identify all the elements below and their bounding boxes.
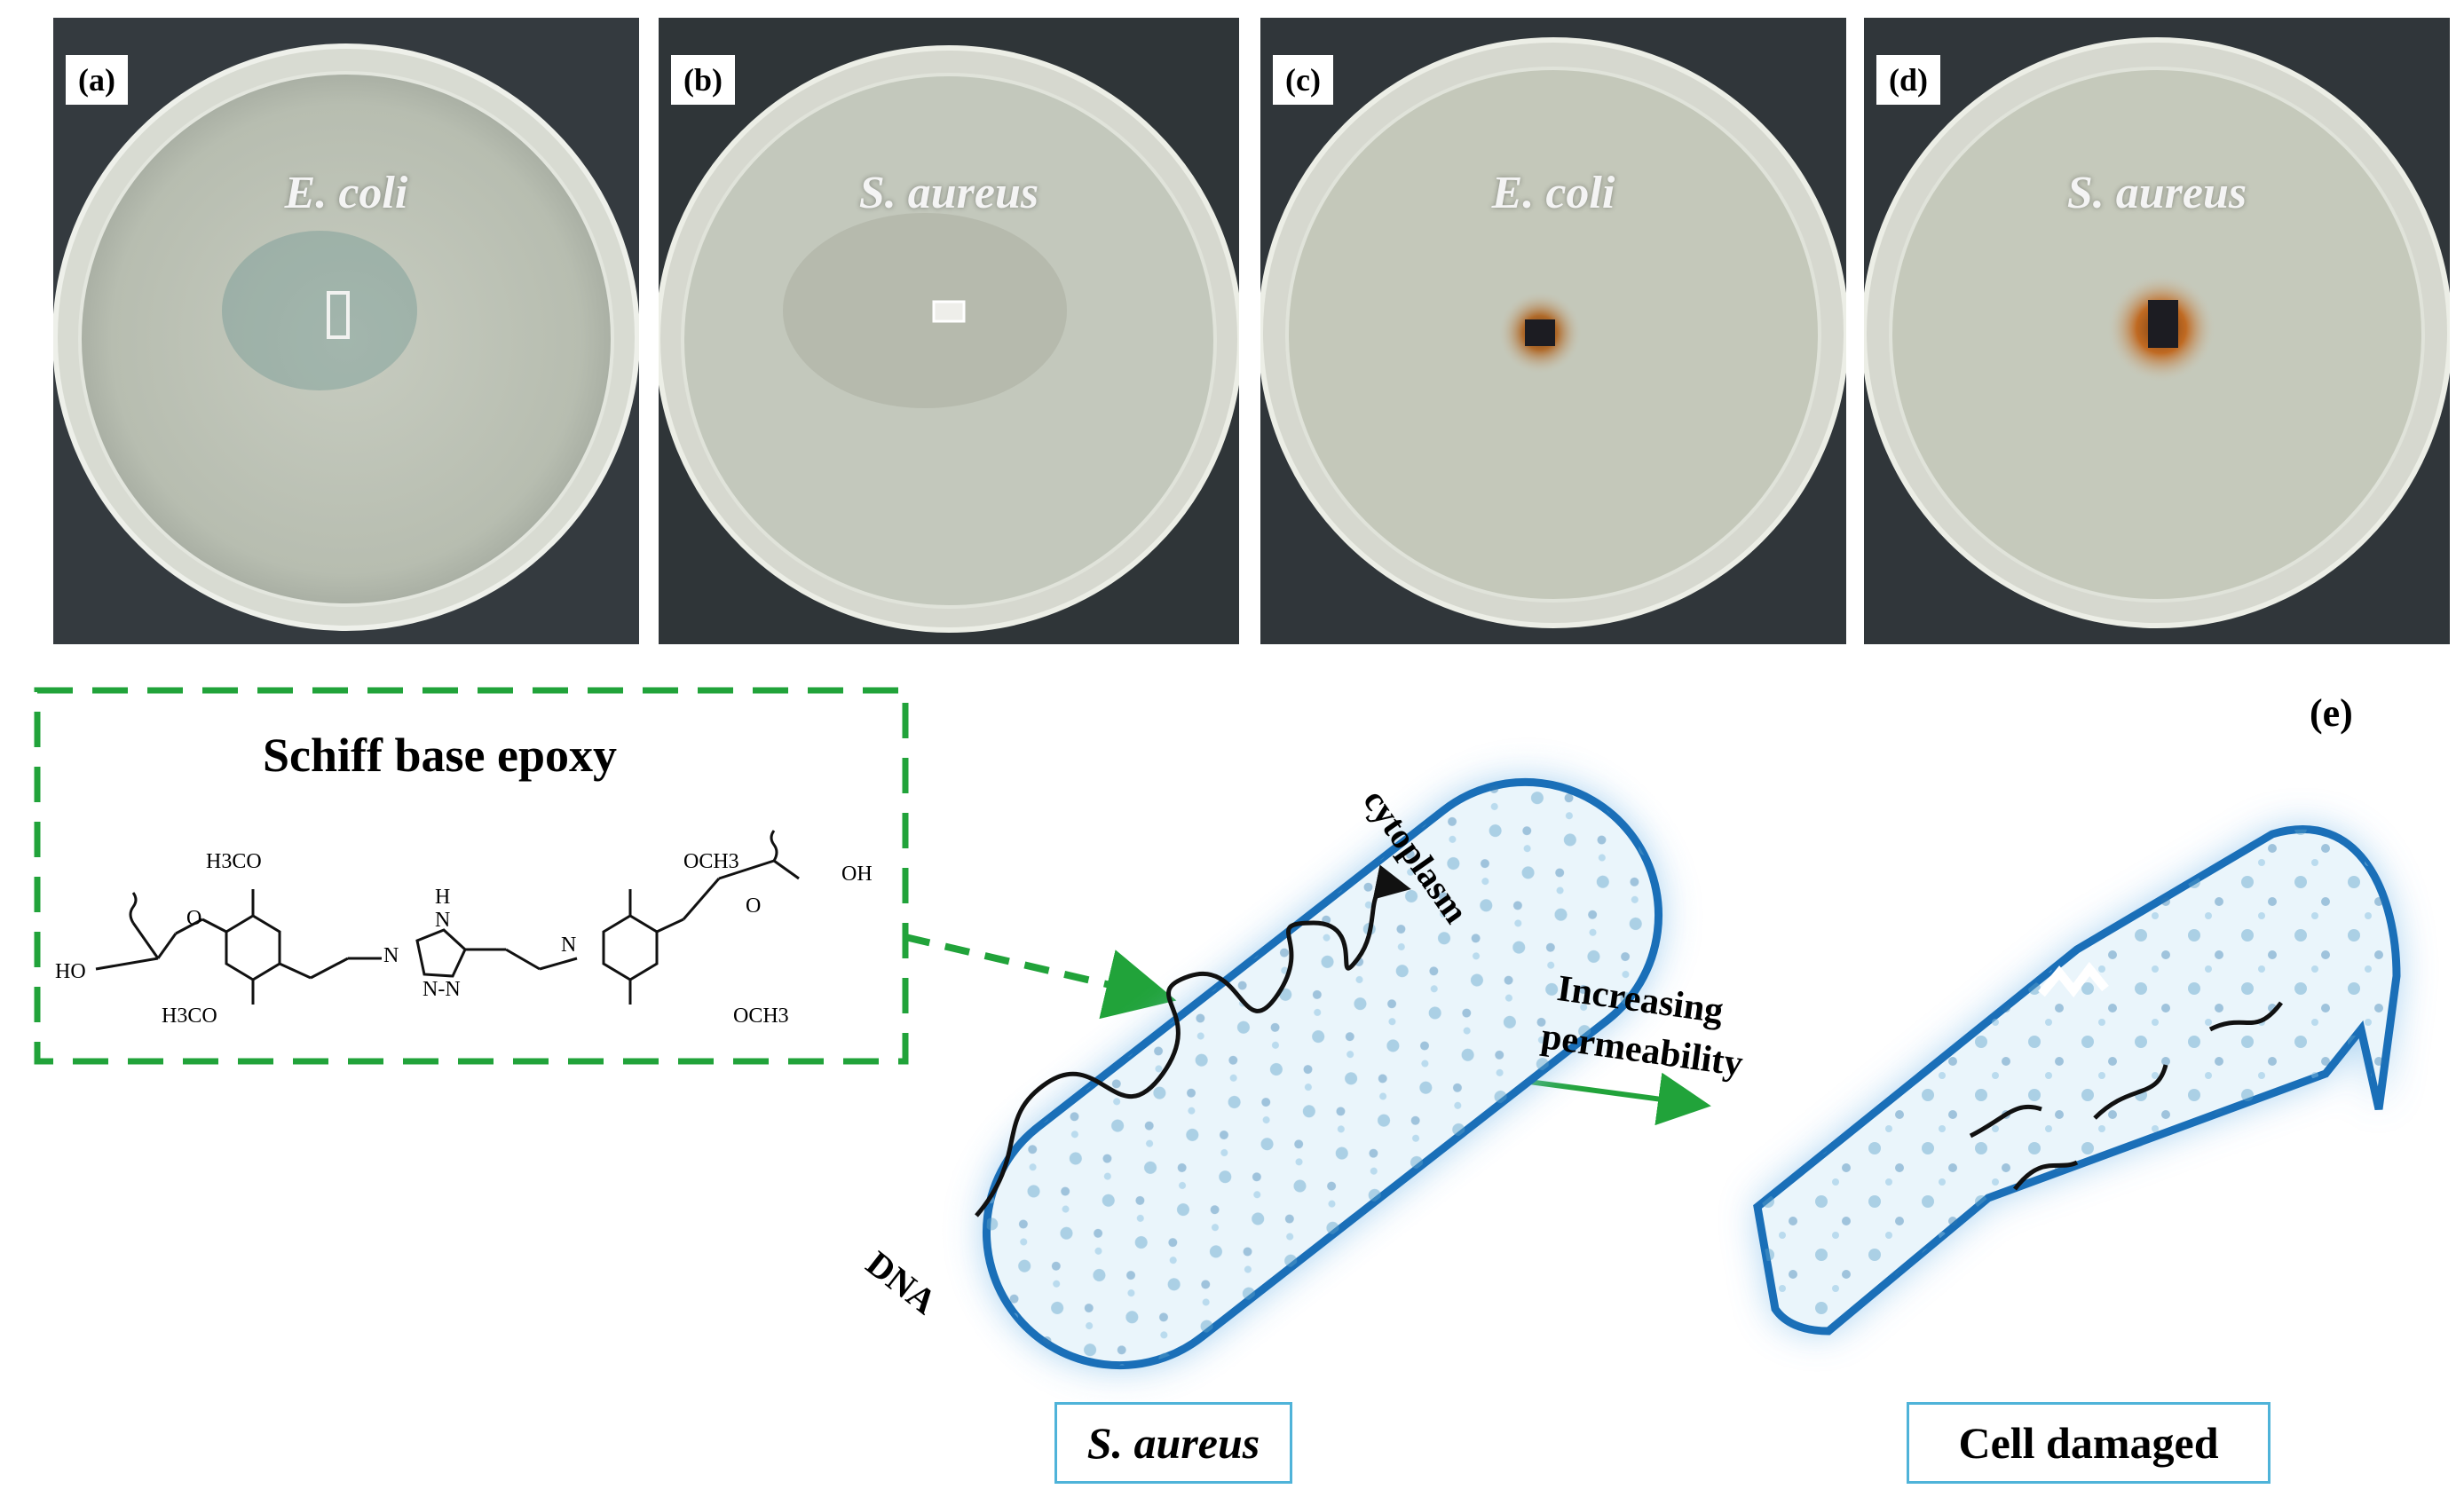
n-right-label: N xyxy=(561,934,577,957)
dna-strand xyxy=(975,864,1411,1217)
dashed-arrow xyxy=(904,934,1177,1020)
compound-title: Schiff base epoxy xyxy=(263,729,618,782)
panel-label: (b) xyxy=(671,55,735,105)
n-ring-top-label: N xyxy=(435,909,451,932)
petri-dish-photo xyxy=(1260,18,1846,644)
n-left-label: N xyxy=(383,944,399,967)
organism-label: E. coli xyxy=(284,168,408,218)
ho-label: HO xyxy=(55,960,86,983)
panel-label-e: (e) xyxy=(2310,691,2353,735)
panel-c: (c) E. coli xyxy=(1260,18,1846,644)
panel-label: (d) xyxy=(1876,55,1940,105)
intact-cell xyxy=(975,777,1663,1370)
nh-label: H xyxy=(435,886,451,909)
och3-bottom-label: OCH3 xyxy=(733,1005,789,1028)
organism-label: S. aureus xyxy=(858,168,1039,218)
petri-dish-photo xyxy=(1864,18,2450,644)
sample-strip xyxy=(327,291,350,339)
intact-cell-box: S. aureus xyxy=(1054,1402,1292,1484)
panel-a: (a) E. coli xyxy=(53,18,639,644)
compound-box xyxy=(34,687,909,1065)
chemical-structure xyxy=(95,830,800,1005)
petri-dish-photo xyxy=(53,18,639,644)
panel-label: (c) xyxy=(1273,55,1333,105)
panel-label: (a) xyxy=(66,55,128,105)
sample-strip xyxy=(1525,319,1555,346)
sample-strip xyxy=(932,300,966,323)
sample-strip xyxy=(2148,300,2178,348)
och3-top-label: OCH3 xyxy=(683,850,739,873)
organism-label: E. coli xyxy=(1491,168,1615,218)
petri-dish-photo xyxy=(659,18,1239,644)
damaged-cell xyxy=(1753,825,2401,1336)
n-ring-bottom-label: N-N xyxy=(423,978,461,1001)
organism-label: S. aureus xyxy=(2066,168,2247,218)
panel-d: (d) S. aureus xyxy=(1864,18,2450,644)
o-right-label: O xyxy=(746,894,762,918)
scheme-graphics xyxy=(34,687,2401,1370)
dna-fragments xyxy=(1969,1001,2283,1191)
oh-label: OH xyxy=(841,863,873,886)
mechanism-scheme: (e) Schiff base epoxy H3CO H3CO OCH3 OCH… xyxy=(0,657,2464,1505)
o-left-label: O xyxy=(186,907,202,930)
panel-b: (b) S. aureus xyxy=(659,18,1239,644)
h3co-bottom-label: H3CO xyxy=(162,1005,217,1028)
h3co-top-label: H3CO xyxy=(206,850,262,873)
damaged-cell-box: Cell damaged xyxy=(1907,1402,2271,1484)
